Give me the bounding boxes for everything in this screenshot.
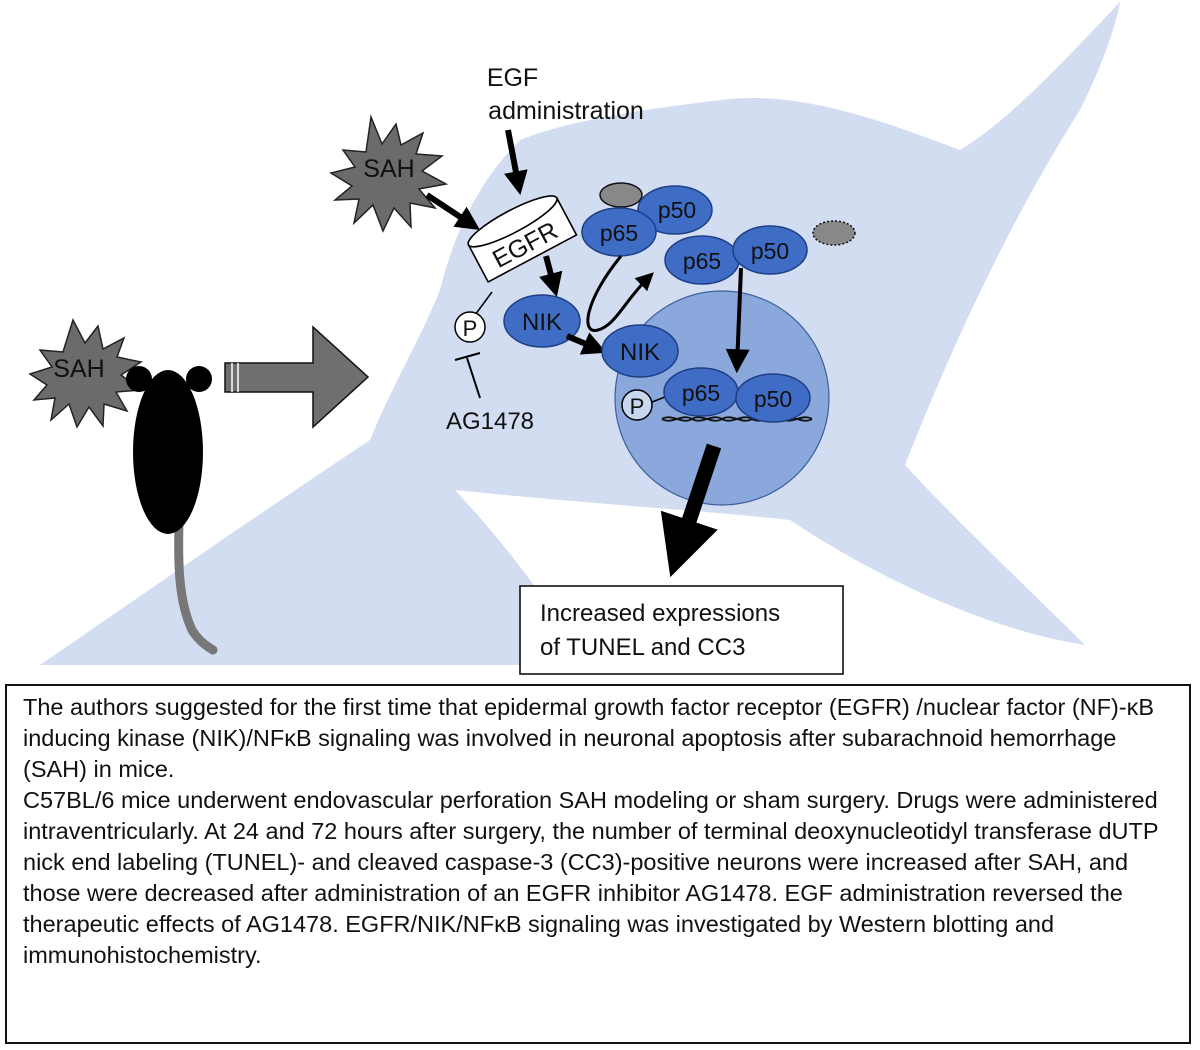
sah-burst-top [329,114,449,233]
sah-burst-mouse [28,318,144,429]
egf-administration-label: EGF administration [487,64,644,125]
summary-paragraph-2: C57BL/6 mice underwent endovascular perf… [23,787,1159,968]
sah-to-egfr-arrow [425,192,481,230]
egfr-phospho-circle [454,311,486,343]
egf-arrow [504,129,528,196]
outcome-box [519,585,844,675]
egfr-phospho-label: P [463,316,478,341]
p50-b-label: p50 [751,238,789,264]
big-grey-arrow [224,325,370,429]
sah-label-mouse: SAH [53,355,104,383]
nik-translocation-arrow [565,332,607,355]
p50-nucleus [735,373,811,423]
nfkb-translocation-arrow [725,267,750,374]
nfkb-activation-arrow [586,255,654,332]
nik-nucleus-label: NIK [620,339,660,366]
p65-phospho-circle [621,389,653,421]
ikb-bound [599,182,643,208]
ag1478-inhibition-bar [454,352,481,361]
mouse-icon [126,366,218,655]
p65-phospho-label: P [630,394,645,419]
ag1478-label: AG1478 [446,408,534,435]
p50-a-label: p50 [658,197,696,223]
outcome-arrow [660,443,722,578]
p65-a-label: p65 [600,220,638,246]
p65-b-label: p65 [683,248,721,274]
pathway-diagram: SAH SAH EGF administration EGFR P AG1478… [28,2,1120,675]
p50-nucleus-label: p50 [754,386,792,412]
egfr-to-nik-arrow [539,255,563,297]
summary-box: The authors suggested for the first time… [5,684,1191,1044]
sah-label-top: SAH [363,155,414,183]
p65-nucleus-label: p65 [682,380,720,406]
p65-complex-a [581,207,657,257]
egfr-phospho-link [474,291,493,316]
summary-paragraph-1: The authors suggested for the first time… [23,694,1155,782]
p50-complex-b [732,225,808,275]
nik-cytoplasm-label: NIK [522,309,562,336]
ag1478-inhibition-line [466,357,481,399]
nik-nucleus [601,324,679,378]
nik-cytoplasm [503,294,581,348]
outcome-text: Increased expressions of TUNEL and CC3 [540,600,787,661]
p50-complex-a [637,185,713,235]
p65-phospho-link [651,396,666,403]
ikb-degraded [812,220,856,246]
